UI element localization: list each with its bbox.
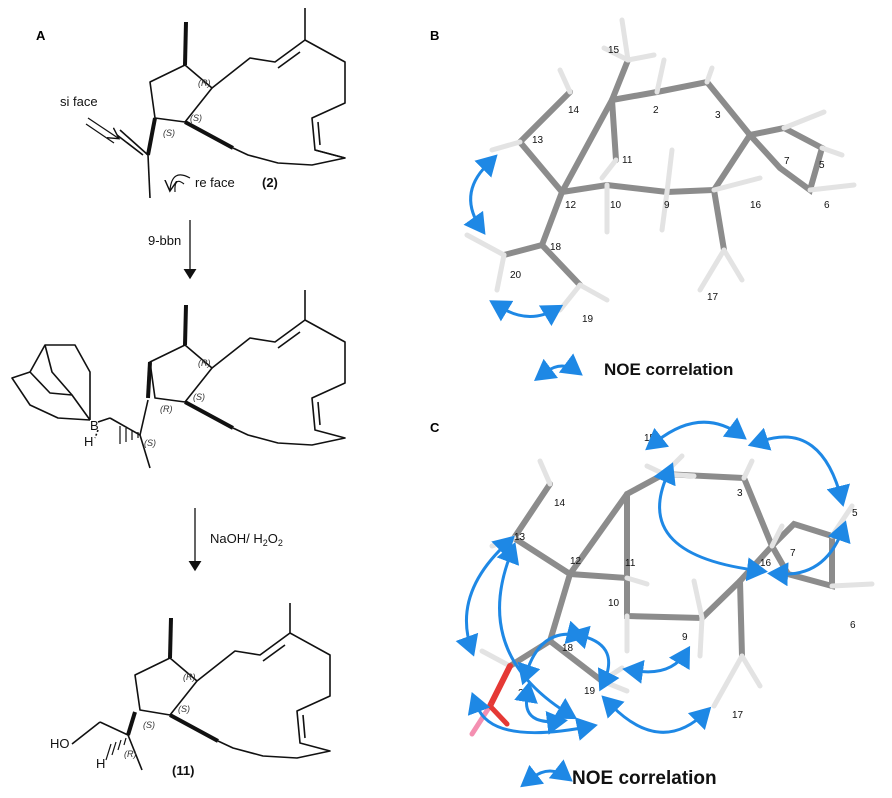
svg-text:12: 12: [570, 556, 582, 567]
hydroxyl-label: HO: [50, 736, 70, 751]
panel-c-model: 15 14 3 5 13 12 11 16 7 10 6 9 18 20 19 …: [455, 417, 875, 789]
panel-b-model: 15 14 2 3 13 11 7 5 12 10 9 16 6 18 20 1…: [463, 17, 857, 381]
panel-b-hydrogens: [464, 17, 857, 313]
svg-text:2: 2: [653, 105, 659, 116]
svg-text:9: 9: [664, 200, 670, 211]
svg-text:3: 3: [715, 110, 721, 121]
svg-text:14: 14: [554, 498, 566, 509]
svg-text:6: 6: [850, 620, 856, 631]
svg-text:13: 13: [532, 135, 544, 146]
svg-text:18: 18: [550, 242, 562, 253]
re-face-arrow: [170, 174, 191, 192]
compound-2-stereo-labels: (R) (S) (S): [163, 78, 211, 138]
panel-c-legend: NOE correlation: [520, 759, 717, 789]
svg-text:11: 11: [625, 558, 636, 569]
svg-text:20: 20: [510, 270, 522, 281]
svg-text:5: 5: [852, 508, 858, 519]
panel-a-letter: A: [36, 28, 46, 43]
borane-intermediate-structure: [11, 290, 346, 469]
compound-11-label: (11): [172, 763, 194, 778]
svg-text:19: 19: [584, 686, 596, 697]
svg-text:5: 5: [819, 160, 825, 171]
svg-text:10: 10: [610, 200, 622, 211]
svg-text:(R): (R): [183, 672, 196, 682]
svg-text:12: 12: [565, 200, 577, 211]
compound-11-structure: [71, 603, 331, 771]
svg-text:(S): (S): [178, 704, 190, 714]
panel-b-letter: B: [430, 28, 440, 43]
svg-text:(S): (S): [143, 720, 155, 730]
panel-c-legend-label: NOE correlation: [572, 768, 717, 789]
svg-text:10: 10: [608, 598, 620, 609]
svg-text:15: 15: [608, 45, 620, 56]
svg-text:3: 3: [737, 488, 743, 499]
panel-b-legend-label: NOE correlation: [604, 360, 733, 379]
svg-text:16: 16: [760, 558, 772, 569]
svg-text:17: 17: [732, 710, 744, 721]
reagent-naoh-h2o2: NaOH/ H2O2: [210, 531, 283, 548]
hydrogen-atom: H: [84, 434, 93, 449]
panel-a-scheme: (R) (S) (S) si face re face (2) 9-bbn: [11, 8, 346, 778]
svg-text:(S): (S): [190, 113, 202, 123]
svg-text:14: 14: [568, 105, 580, 116]
svg-text:(S): (S): [163, 128, 175, 138]
svg-text:18: 18: [562, 643, 574, 654]
svg-text:9: 9: [682, 632, 688, 643]
svg-text:19: 19: [582, 314, 594, 325]
si-face-arrow: [85, 117, 118, 144]
borane-stereo-labels: (R) (S) (R) (S): [144, 358, 211, 448]
svg-text:(S): (S): [144, 438, 156, 448]
svg-text:(R): (R): [124, 749, 137, 759]
svg-text:6: 6: [824, 200, 830, 211]
panel-b-atom-labels: 15 14 2 3 13 11 7 5 12 10 9 16 6 18 20 1…: [510, 45, 830, 325]
svg-text:(R): (R): [160, 404, 173, 414]
re-face-label: re face: [195, 175, 235, 190]
si-face-label: si face: [60, 94, 98, 109]
svg-text:16: 16: [750, 200, 762, 211]
svg-text:7: 7: [784, 156, 790, 167]
svg-text:7: 7: [790, 548, 796, 559]
svg-text:(S): (S): [193, 392, 205, 402]
reagent-9bbn: 9-bbn: [148, 233, 181, 248]
panel-c-letter: C: [430, 420, 440, 435]
svg-text:13: 13: [514, 532, 526, 543]
panel-c-noe-arrows: [455, 417, 851, 741]
compound-2-label: (2): [262, 175, 278, 190]
boron-atom: B: [90, 418, 99, 433]
svg-text:11: 11: [622, 155, 633, 166]
compound-2-structure: [116, 8, 346, 199]
svg-text:(R): (R): [198, 358, 211, 368]
svg-text:17: 17: [707, 292, 719, 303]
svg-text:15: 15: [644, 433, 656, 444]
svg-text:(R): (R): [198, 78, 211, 88]
panel-b-noe-arrows: [463, 154, 564, 327]
hydrogen-label-11: H: [96, 756, 105, 771]
compound-11-stereo-labels: (R) (S) (S) (R): [124, 672, 196, 759]
panel-b-legend: NOE correlation: [533, 353, 733, 381]
